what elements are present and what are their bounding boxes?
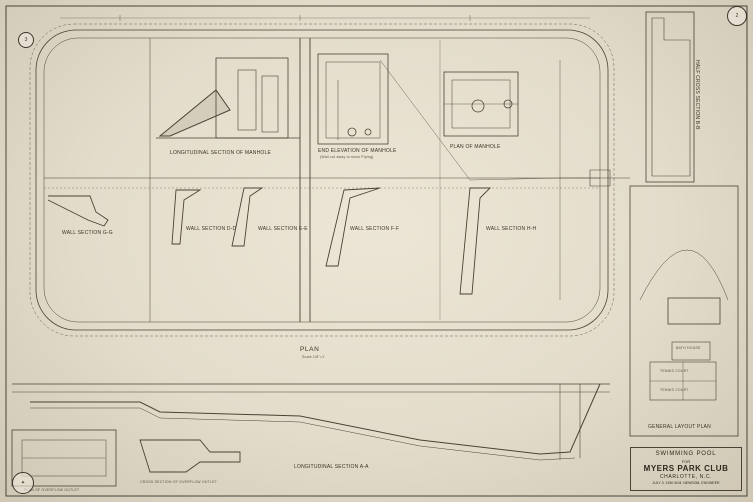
label-cross-section: CROSS SECTION OF OVERFLOW OUTLET — [140, 480, 217, 484]
label-plan-manhole: PLAN OF MANHOLE — [450, 144, 501, 150]
label-wall-f: WALL SECTION F-F — [350, 226, 400, 232]
label-end-elevation: END ELEVATION OF MANHOLE — [318, 148, 397, 154]
label-plan: PLAN — [300, 346, 320, 353]
label-plan-scale: Scale 1/8"=1' — [302, 355, 326, 359]
wall-section-d-detail — [171, 189, 202, 245]
label-long-section: LONGITUDINAL SECTION A-A — [294, 464, 369, 470]
manhole-long-section — [156, 57, 300, 139]
label-wall-e: WALL SECTION E-E — [258, 226, 308, 232]
overflow-outlet-plan — [11, 429, 117, 487]
sheet-number-stamp-right: 2 — [727, 6, 747, 26]
sheet-number-stamp-left: 3 — [18, 32, 34, 48]
title-line-4: CHARLOTTE, N.C. — [659, 474, 713, 480]
wall-section-f-detail — [325, 187, 381, 267]
manhole-plan — [443, 71, 519, 137]
general-layout-frame — [629, 185, 739, 437]
label-court-1: TENNIS COURT — [660, 369, 689, 373]
layout-pool — [667, 297, 721, 325]
label-plan-outlet: PLAN OF OVERFLOW OUTLET — [24, 488, 80, 492]
manhole-end-elevation — [317, 53, 389, 145]
label-half-cross: HALF CROSS SECTION B-B — [694, 60, 700, 130]
title-block: SWIMMING POOL FOR MYERS PARK CLUB CHARLO… — [630, 447, 742, 491]
overflow-outlet-section — [139, 439, 241, 473]
wall-section-e-detail — [231, 187, 264, 247]
label-general-layout: GENERAL LAYOUT PLAN — [648, 424, 711, 430]
wall-section-h-detail — [459, 187, 492, 295]
label-bathhouse: BATH HOUSE — [676, 346, 701, 350]
title-line-1: SWIMMING POOL — [655, 451, 717, 457]
title-line-2: FOR — [681, 459, 691, 464]
title-line-3: MYERS PARK CLUB — [643, 464, 729, 473]
label-long-manhole: LONGITUDINAL SECTION OF MANHOLE — [170, 150, 272, 156]
longitudinal-section-aa — [12, 383, 610, 461]
sheet-border — [5, 5, 748, 497]
title-line-5: JULY 3, 1930 W.M. NEWSOM, ENGINEER — [652, 481, 720, 485]
label-wall-h: WALL SECTION H-H — [486, 226, 537, 232]
label-wall-d: WALL SECTION D-D — [186, 226, 237, 232]
label-end-elevation-note: (Wall cut away to show Piping) — [320, 155, 374, 159]
label-court-2: TENNIS COURT — [660, 388, 689, 392]
pool-plan-outline — [35, 29, 609, 331]
wall-section-g-detail — [47, 195, 109, 227]
label-wall-g: WALL SECTION G-G — [62, 230, 113, 236]
corner-seal-icon: ✦ — [12, 472, 34, 494]
half-cross-section — [645, 11, 695, 183]
